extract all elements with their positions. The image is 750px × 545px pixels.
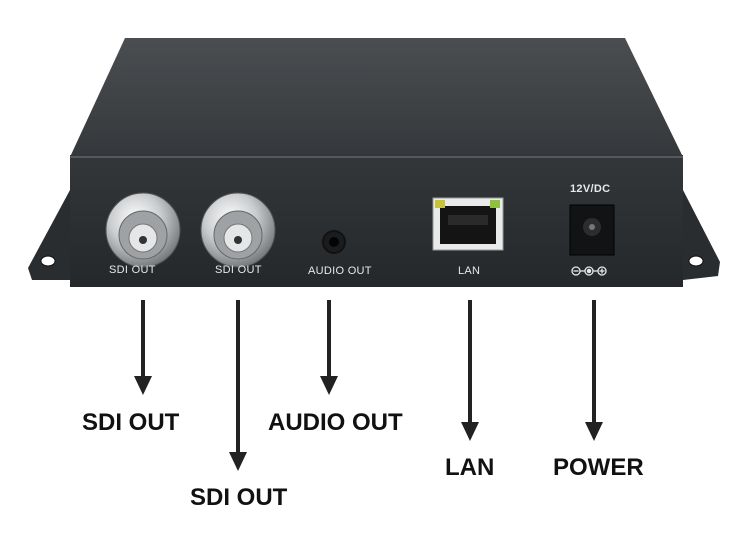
panel-label-audio-out: AUDIO OUT — [308, 265, 372, 277]
callout-sdi-out-2: SDI OUT — [190, 484, 288, 511]
panel-label-sdi-out-1: SDI OUT — [109, 264, 156, 276]
arrow-audio-out — [320, 300, 338, 395]
chassis-top — [70, 38, 683, 157]
polarity-symbol — [571, 266, 607, 276]
right-mount-hole — [688, 255, 704, 267]
arrow-sdi-out-1 — [134, 300, 152, 395]
audio-out-jack — [322, 230, 346, 254]
callout-audio-out: AUDIO OUT — [268, 409, 403, 436]
sdi-out-2-connector — [200, 192, 276, 268]
callout-power: POWER — [553, 454, 644, 481]
left-mount-hole — [40, 255, 56, 267]
panel-label-power-rating: 12V/DC — [570, 183, 611, 195]
arrow-sdi-out-2 — [229, 300, 247, 471]
panel-label-lan: LAN — [458, 265, 481, 277]
device-illustration — [28, 38, 720, 287]
sdi-out-1-connector — [105, 192, 181, 268]
arrow-lan — [461, 300, 479, 441]
left-mounting-ear — [28, 190, 70, 280]
dc-power-jack — [569, 204, 615, 256]
callout-sdi-out-1: SDI OUT — [82, 409, 180, 436]
callout-lan: LAN — [445, 454, 495, 481]
panel-label-sdi-out-2: SDI OUT — [215, 264, 262, 276]
lan-port — [432, 197, 504, 251]
arrow-power — [585, 300, 603, 441]
